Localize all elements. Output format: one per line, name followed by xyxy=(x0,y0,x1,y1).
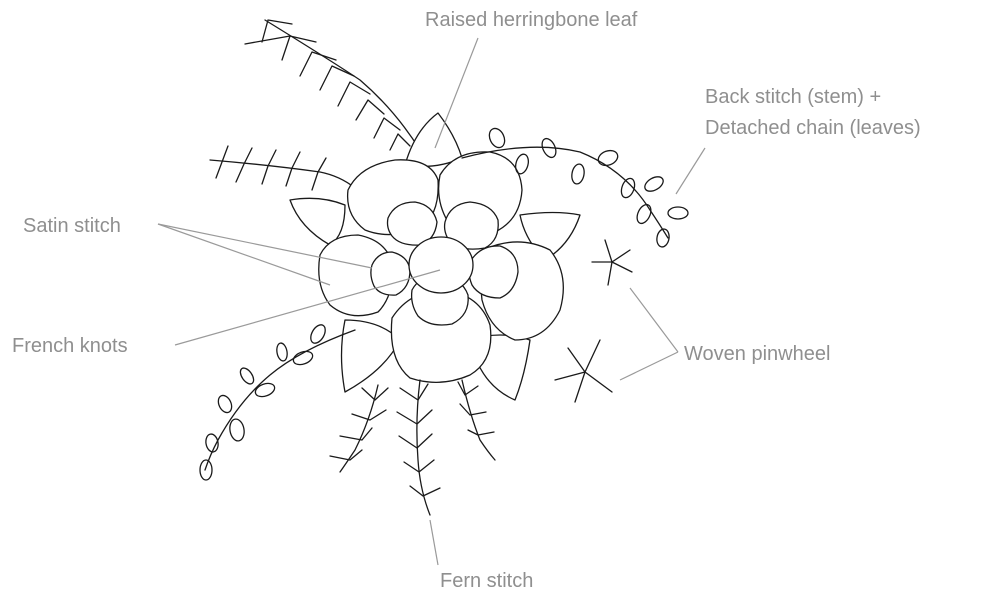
fern-branch-left-mid xyxy=(210,146,355,190)
fern-branch-upper-left xyxy=(245,20,420,150)
leader-back-stitch xyxy=(676,148,705,194)
label-fern: Fern stitch xyxy=(440,570,533,592)
label-satin: Satin stitch xyxy=(23,215,121,237)
label-back-stitch-line1: Back stitch (stem) + xyxy=(705,86,881,108)
woven-pinwheel-upper xyxy=(592,240,632,285)
label-back-stitch-line2: Detached chain (leaves) xyxy=(705,117,921,139)
flower xyxy=(290,113,580,400)
herringbone-leaf-left xyxy=(290,198,345,245)
woven-pinwheel-lower xyxy=(555,340,612,402)
inner-petal-left xyxy=(371,252,410,295)
label-woven-pinwheel: Woven pinwheel xyxy=(684,343,830,365)
leader-raised-herringbone xyxy=(435,38,478,148)
label-raised-herringbone: Raised herringbone leaf xyxy=(425,9,638,31)
leader-fern xyxy=(430,520,438,565)
flower-center xyxy=(409,237,473,293)
leader-pinwheel-1 xyxy=(630,288,678,352)
label-french-knots: French knots xyxy=(12,335,128,357)
fern-stitch-lower xyxy=(330,380,495,515)
inner-petal-right xyxy=(469,246,518,298)
leader-pinwheel-2 xyxy=(620,352,678,380)
